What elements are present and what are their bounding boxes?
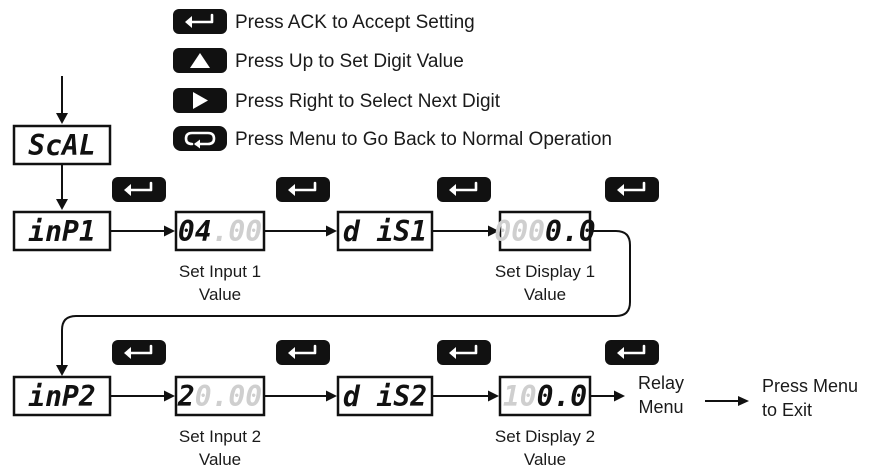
dis1-label: d iS1 (343, 215, 427, 248)
menu-scal-display: ScAL (12, 124, 112, 166)
dis1-display: d iS1 (336, 210, 434, 252)
display1-caption-line2: Value (524, 285, 566, 304)
menu-loop-key-icon (173, 126, 227, 151)
input1-caption-line2: Value (199, 285, 241, 304)
enter-key-icon (605, 340, 659, 365)
display2-value-display: 100.0 (498, 375, 592, 417)
inp2-label: inP2 (28, 380, 95, 413)
exit-line2: to Exit (762, 400, 812, 420)
inp1-label: inP1 (28, 215, 95, 248)
enter-key-icon (276, 340, 330, 365)
enter-key-icon (437, 177, 491, 202)
right-arrow-key-icon (173, 88, 227, 113)
legend-up-text: Press Up to Set Digit Value (235, 51, 464, 72)
display2-caption-line2: Value (524, 450, 566, 469)
input1-digits-active: 04 (178, 215, 212, 248)
row-1: inP1 04.00 Set Input 1 Value d iS1 0000.… (12, 177, 659, 304)
enter-key-icon (437, 340, 491, 365)
display1-digits-active: 0.0 (545, 215, 596, 248)
svg-text:04.00: 04.00 (178, 215, 262, 248)
legend-menu-text: Press Menu to Go Back to Normal Operatio… (235, 129, 612, 150)
row-2: inP2 20.00 Set Input 2 Value d iS2 100.0… (12, 340, 858, 469)
input2-caption-line1: Set Input 2 (179, 427, 261, 446)
display2-caption-line1: Set Display 2 (495, 427, 595, 446)
inp2-display: inP2 (12, 375, 112, 417)
display1-digits-inactive: 000 (494, 215, 545, 248)
input1-value-display: 04.00 (174, 210, 266, 252)
enter-key-icon (112, 177, 166, 202)
legend-right-text: Press Right to Select Next Digit (235, 91, 501, 112)
input2-digits-active: 2 (177, 380, 195, 413)
display1-caption-line1: Set Display 1 (495, 262, 595, 281)
input2-value-display: 20.00 (174, 375, 266, 417)
display1-value-display: 0000.0 (494, 210, 596, 252)
exit-line1: Press Menu (762, 376, 858, 396)
input1-digits-inactive: .00 (212, 215, 263, 248)
legend-ack-text: Press ACK to Accept Setting (235, 12, 475, 33)
up-arrow-key-icon (173, 48, 227, 73)
display2-digits-active: 0.0 (537, 380, 588, 413)
relay-menu-line1: Relay (638, 373, 684, 393)
display2-digits-inactive: 10 (503, 380, 537, 413)
enter-key-icon (276, 177, 330, 202)
input2-digits-inactive: 0.00 (195, 380, 262, 413)
input1-caption-line1: Set Input 1 (179, 262, 261, 281)
svg-text:20.00: 20.00 (177, 380, 262, 413)
enter-key-icon (112, 340, 166, 365)
row-connector (61, 230, 631, 368)
enter-key-icon (605, 177, 659, 202)
svg-text:100.0: 100.0 (503, 380, 587, 413)
input2-caption-line2: Value (199, 450, 241, 469)
legend: Press ACK to Accept Setting Press Up to … (173, 9, 612, 151)
svg-text:0000.0: 0000.0 (494, 215, 595, 248)
relay-menu-line2: Menu (638, 397, 683, 417)
dis2-label: d iS2 (343, 380, 427, 413)
scal-label: ScAL (28, 129, 95, 162)
dis2-display: d iS2 (336, 375, 434, 417)
ack-key-icon (173, 9, 227, 34)
inp1-display: inP1 (12, 210, 112, 252)
